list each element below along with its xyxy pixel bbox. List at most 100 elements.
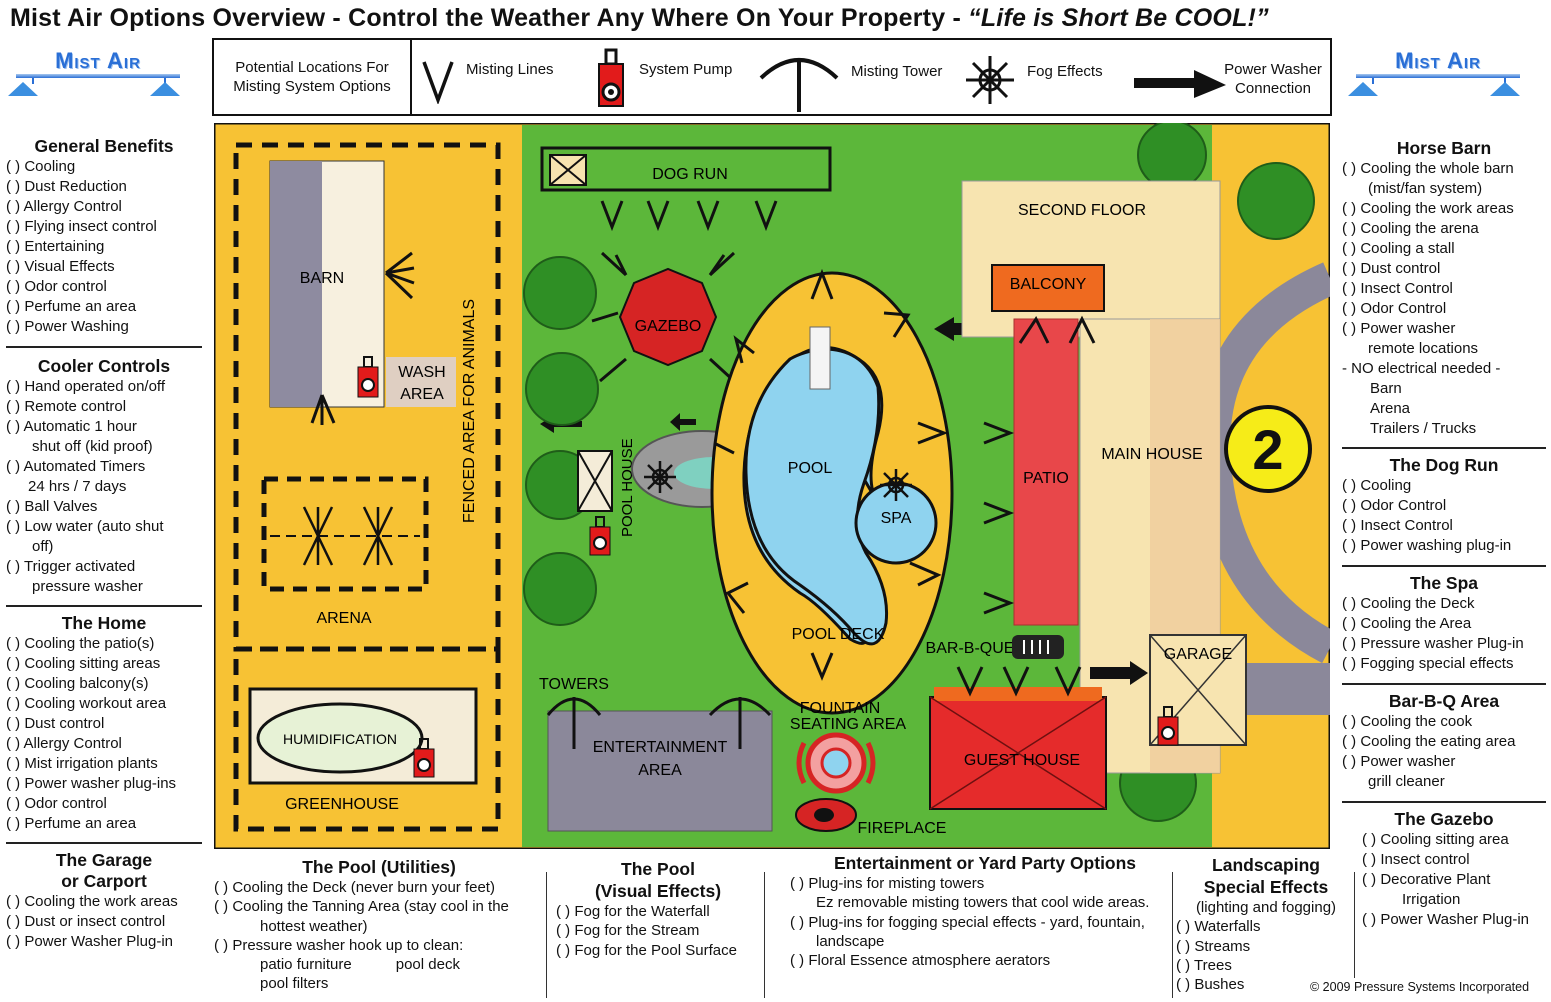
- fountain-label-2: SEATING AREA: [790, 716, 907, 733]
- list-item: ( ) Floral Essence atmosphere aerators: [790, 952, 1051, 970]
- bbq-title: Bar-B-Q Area: [1388, 691, 1500, 711]
- misting-lines-icon: [422, 61, 454, 104]
- fountain-label-1: FOUNTAIN: [800, 700, 881, 717]
- list-item: ( ) Power washer plug-ins: [6, 775, 177, 792]
- pool-deck-misting-lines: [713, 268, 949, 681]
- list-item: ( ) Flying insect control: [6, 218, 157, 235]
- list-item: ( ) Fog for the Pool Surface: [556, 941, 737, 959]
- pool-house-pump-icon: [589, 516, 611, 556]
- pool-visual-title-2: (Visual Effects): [594, 881, 722, 901]
- copyright: © 2009 Pressure Systems Incorporated: [1310, 980, 1530, 994]
- list-item: ( ) Remote control: [6, 398, 127, 415]
- dog-run-label: DOG RUN: [652, 166, 728, 183]
- system-pump-icon: [598, 48, 624, 107]
- list-item: (mist/fan system): [1368, 180, 1483, 197]
- list-item: ( ) Insect control: [1362, 851, 1470, 868]
- list-item: ( ) Perfume an area: [6, 298, 137, 315]
- legend-system-pump: System Pump: [639, 61, 733, 78]
- list-item: pressure washer: [32, 578, 143, 595]
- power-washer-icon: [1134, 70, 1226, 98]
- list-item: ( ) Cooling the cook: [1342, 713, 1473, 730]
- list-item: shut off (kid proof): [32, 438, 153, 455]
- wash-label-2: AREA: [400, 386, 444, 403]
- barn-misting-lines: [310, 251, 415, 425]
- list-item: ( ) Odor Control: [1342, 497, 1447, 514]
- list-item: pool deck: [395, 956, 460, 974]
- list-item: ( ) Odor control: [6, 278, 107, 295]
- misting-tower-icons: [546, 697, 772, 749]
- list-item: ( ) Allergy Control: [6, 198, 122, 215]
- gazebo: [618, 267, 718, 367]
- list-item: ( ) Cooling the whole barn: [1342, 160, 1514, 177]
- humidification-label: HUMIDIFICATION: [283, 731, 397, 747]
- garage-title: The Garage: [55, 850, 153, 870]
- legend-misting-tower: Misting Tower: [851, 63, 943, 80]
- list-item: ( ) Ball Valves: [6, 498, 98, 515]
- right-column: Horse Barn ( ) Cooling the whole barn (m…: [1342, 138, 1546, 930]
- balcony-label: BALCONY: [1010, 276, 1087, 293]
- list-item: ( ) Dust Reduction: [6, 178, 127, 195]
- list-item: ( ) Cooling workout area: [6, 695, 167, 712]
- list-item: ( ) Insect Control: [1342, 280, 1453, 297]
- list-item: grill cleaner: [1368, 773, 1445, 790]
- dog-run-misting-lines: [600, 200, 778, 232]
- pool-deck-label: POOL DECK: [792, 626, 885, 643]
- list-item: landscape: [816, 932, 885, 950]
- pool-visual-title: The Pool: [621, 859, 695, 879]
- list-item: ( ) Cooling sitting area: [1362, 831, 1509, 848]
- list-item: - NO electrical needed -: [1342, 360, 1501, 377]
- list-item: ( ) Cooling the eating area: [1342, 733, 1516, 750]
- list-item: ( ) Cooling the Deck (never burn your fe…: [214, 879, 495, 896]
- the-home-title: The Home: [61, 613, 147, 633]
- fireplace-label: FIREPLACE: [858, 820, 947, 837]
- list-item: ( ) Cooling balcony(s): [6, 675, 149, 692]
- entertainment-label-2: AREA: [638, 762, 682, 779]
- pool-utilities-title: The Pool (Utilities): [302, 857, 456, 877]
- list-item: ( ) Cooling the work areas: [6, 893, 178, 910]
- list-item: ( ) Waterfalls: [1176, 918, 1261, 936]
- list-item: ( ) Cooling the arena: [1342, 220, 1479, 237]
- list-item: ( ) Cooling the Area: [1342, 615, 1472, 632]
- guest-house-misting-lines: [956, 666, 1082, 697]
- legend-misting-lines: Misting Lines: [466, 61, 554, 78]
- list-item: ( ) Cooling the Tanning Area (stay cool …: [214, 898, 509, 916]
- landscaping-subtitle: (lighting and fogging): [1195, 899, 1337, 916]
- list-item: ( ) Cooling the patio(s): [6, 635, 155, 652]
- list-item: ( ) Automated Timers: [6, 458, 146, 475]
- fog-effects-icon: [966, 56, 1014, 104]
- list-item: ( ) Streams: [1176, 937, 1251, 955]
- gazebo-label: GAZEBO: [635, 318, 702, 335]
- waterfall-fog-icon: [644, 461, 676, 493]
- wash-label-1: WASH: [398, 364, 445, 381]
- list-item: off): [32, 538, 54, 555]
- house-misting-lines: [1018, 315, 1096, 344]
- list-item: ( ) Perfume an area: [6, 815, 137, 832]
- dog-run-area: [540, 146, 832, 192]
- wash-area: [386, 357, 456, 407]
- list-item: ( ) Trees: [1176, 956, 1232, 974]
- list-item: ( ) Mist irrigation plants: [6, 755, 158, 772]
- list-item: ( ) Plug-ins for misting towers: [790, 875, 985, 892]
- slogan: “Life is Short Be COOL!”: [968, 4, 1269, 32]
- spa-title: The Spa: [1409, 573, 1479, 593]
- guest-house-label: GUEST HOUSE: [964, 752, 1080, 769]
- list-item: ( ) Power washer: [1342, 753, 1456, 770]
- list-item: Barn: [1370, 380, 1402, 397]
- list-item: ( ) Power Washing: [6, 318, 129, 335]
- list-item: ( ) Pressure washer Plug-in: [1342, 635, 1524, 652]
- cooler-controls-title: Cooler Controls: [37, 356, 171, 376]
- list-item: ( ) Cooling: [1342, 477, 1412, 494]
- greenhouse-pump-icon: [413, 738, 435, 778]
- pool-house-power-washer-arrow: [670, 413, 696, 431]
- garage-label: GARAGE: [1164, 646, 1232, 663]
- bbq-label: BAR-B-QUE: [926, 640, 1015, 657]
- list-item: ( ) Entertaining: [6, 238, 105, 255]
- list-item: ( ) Allergy Control: [6, 735, 122, 752]
- legend-fog-effects: Fog Effects: [1027, 63, 1103, 80]
- page-title: Mist Air Options Overview - Control the …: [10, 4, 1269, 33]
- towers-label: TOWERS: [539, 676, 609, 693]
- bbq-grill: [1012, 635, 1064, 659]
- list-item: Irrigation: [1402, 891, 1461, 908]
- title-text: Mist Air Options Overview - Control the …: [10, 4, 969, 32]
